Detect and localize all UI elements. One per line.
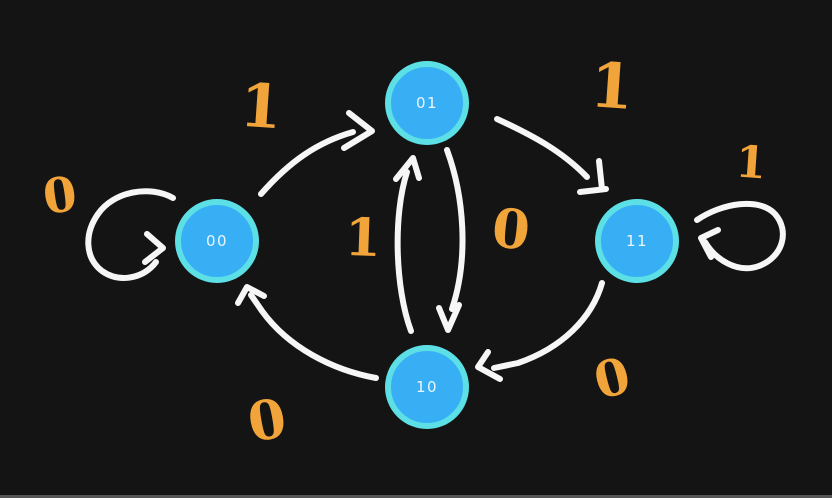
- transition-arrows: [85, 110, 786, 382]
- state-11-label: 11: [626, 232, 648, 250]
- transition-01-to-11-arrow[interactable]: [494, 116, 609, 195]
- state-10-label: 10: [416, 378, 438, 396]
- transition-10-to-01-arrow[interactable]: [393, 155, 422, 334]
- transition-00-self-label[interactable]: 0: [40, 166, 81, 226]
- transition-01-to-11-label[interactable]: 1: [588, 48, 636, 124]
- transition-01-to-10-label[interactable]: 0: [489, 195, 533, 263]
- state-01-label: 01: [416, 94, 438, 112]
- state-01-circle: [385, 61, 469, 145]
- state-node-01[interactable]: 01: [385, 61, 469, 145]
- transition-11-to-10-label[interactable]: 0: [588, 345, 636, 411]
- transition-10-to-00-arrow[interactable]: [235, 284, 379, 381]
- transition-00-self-arrow[interactable]: [85, 188, 176, 281]
- state-nodes: 00 01 11 10: [175, 61, 679, 429]
- transition-00-to-01-label[interactable]: 1: [238, 71, 285, 144]
- window-bottom-edge: [0, 495, 832, 498]
- state-00-circle: [175, 199, 259, 283]
- transition-10-to-01-label[interactable]: 1: [344, 207, 382, 269]
- state-11-circle: [595, 199, 679, 283]
- state-node-10[interactable]: 10: [385, 345, 469, 429]
- transition-10-to-00-label[interactable]: 0: [243, 385, 291, 455]
- state-10-circle: [385, 345, 469, 429]
- transition-01-to-10-arrow[interactable]: [436, 147, 466, 333]
- state-00-label: 00: [206, 232, 228, 250]
- transition-11-self-arrow[interactable]: [694, 200, 786, 272]
- transition-11-to-10-arrow[interactable]: [475, 280, 605, 382]
- transition-11-self-label[interactable]: 1: [734, 136, 768, 189]
- state-node-00[interactable]: 00: [175, 199, 259, 283]
- state-node-11[interactable]: 11: [595, 199, 679, 283]
- transition-00-to-01-arrow[interactable]: [258, 110, 375, 197]
